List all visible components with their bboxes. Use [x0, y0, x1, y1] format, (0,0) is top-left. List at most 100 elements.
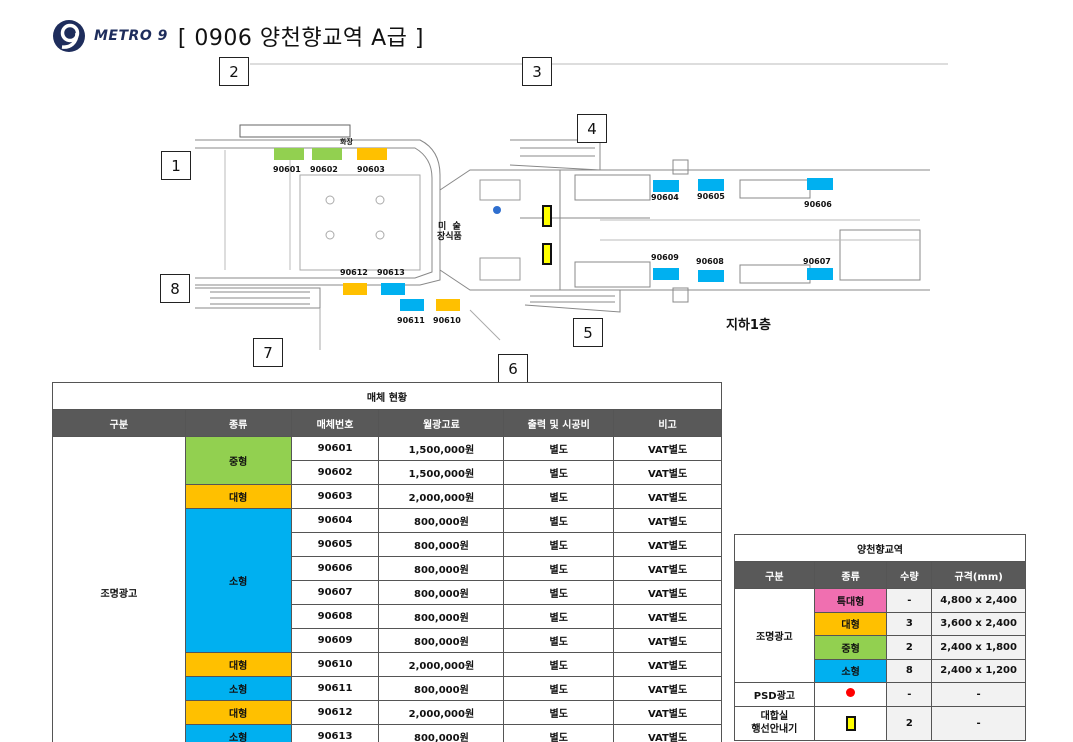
gate-8-label: 8	[160, 274, 190, 303]
table-row: 90605 800,000원 별도 VAT별도	[53, 532, 722, 557]
category-cell: 대합실 행선안내기	[734, 705, 815, 741]
slot-90606[interactable]	[807, 178, 833, 190]
slot-90611[interactable]	[400, 299, 424, 311]
note: VAT별도	[613, 556, 722, 581]
col-header: 구분	[52, 409, 186, 437]
slot-90607[interactable]	[807, 268, 833, 280]
slot-label: 90607	[803, 257, 831, 266]
type-cell: 대형	[813, 611, 888, 636]
slot-label: 90606	[804, 200, 832, 209]
slot-label: 90604	[651, 193, 679, 202]
production-cost: 별도	[503, 484, 615, 509]
note: VAT별도	[613, 700, 722, 725]
monthly-fee: 800,000원	[378, 508, 505, 533]
type-cell: 대형	[184, 652, 292, 677]
floor-label: 지하1층	[726, 318, 771, 333]
media-id: 90609	[290, 628, 380, 653]
table-row: 90606 800,000원 별도 VAT별도	[53, 556, 722, 581]
production-cost: 별도	[503, 628, 615, 653]
destination-guide-marker[interactable]	[542, 243, 552, 265]
slot-90612[interactable]	[343, 283, 367, 295]
slot-90608[interactable]	[698, 270, 724, 282]
table-caption: 매체 현황	[52, 382, 722, 410]
qty-cell: -	[886, 588, 933, 613]
table-row: 중형 2 2,400 x 1,800	[735, 635, 1026, 660]
slot-label: 90613	[377, 268, 405, 277]
gate-2-label: 2	[219, 57, 249, 86]
table-row: 90602 1,500,000원 별도 VAT별도	[53, 460, 722, 485]
category-cell: PSD광고	[734, 682, 815, 707]
slot-label: 90612	[340, 268, 368, 277]
slot-90609[interactable]	[653, 268, 679, 280]
slot-90604[interactable]	[653, 180, 679, 192]
media-id: 90611	[290, 676, 380, 701]
type-cell: 소형	[184, 724, 292, 742]
page-header: METRO 9 [ 0906 양천향교역 A급 ]	[52, 18, 424, 54]
monthly-fee: 800,000원	[378, 724, 505, 742]
media-id: 90601	[290, 436, 380, 461]
monthly-fee: 800,000원	[378, 628, 505, 653]
spec-cell: 3,600 x 2,400	[931, 611, 1026, 636]
slot-90613[interactable]	[381, 283, 405, 295]
gate-5-label: 5	[573, 318, 603, 347]
media-id: 90607	[290, 580, 380, 605]
col-header: 출력 및 시공비	[503, 409, 615, 437]
type-cell: 특대형	[813, 588, 888, 613]
media-id: 90610	[290, 652, 380, 677]
production-cost: 별도	[503, 556, 615, 581]
page-title: [ 0906 양천향교역 A급 ]	[177, 26, 424, 51]
col-header: 월광고료	[378, 409, 505, 437]
slot-label: 90602	[310, 165, 338, 174]
slot-label: 90610	[433, 316, 461, 325]
slot-90603[interactable]	[357, 148, 387, 160]
media-id: 90605	[290, 532, 380, 557]
table-row: 대형 90612 2,000,000원 별도 VAT별도	[53, 700, 722, 725]
table-row: 대형 3 3,600 x 2,400	[735, 611, 1026, 636]
slot-label: 90603	[357, 165, 385, 174]
note: VAT별도	[613, 532, 722, 557]
slot-90610[interactable]	[436, 299, 460, 311]
media-id: 90602	[290, 460, 380, 485]
yellow-box-icon	[845, 715, 856, 731]
metro9-logo-icon	[52, 19, 86, 53]
media-id: 90608	[290, 604, 380, 629]
qty-cell: 2	[886, 705, 933, 741]
table-row: 소형 90611 800,000원 별도 VAT별도	[53, 676, 722, 701]
table-row: 조명광고 중형 90601 1,500,000원 별도 VAT별도	[52, 436, 722, 742]
production-cost: 별도	[503, 436, 615, 461]
note: VAT별도	[613, 676, 722, 701]
slot-label: 90608	[696, 257, 724, 266]
type-cell: 대형	[184, 484, 292, 509]
media-id: 90606	[290, 556, 380, 581]
note: VAT별도	[613, 508, 722, 533]
qty-cell: 8	[886, 658, 933, 683]
slot-90601[interactable]	[274, 148, 304, 160]
monthly-fee: 2,000,000원	[378, 484, 505, 509]
destination-guide-marker[interactable]	[542, 205, 552, 227]
guide-label-line2: 행선안내기	[751, 724, 798, 735]
monthly-fee: 800,000원	[378, 556, 505, 581]
table-row: 대합실 행선안내기 2 -	[734, 705, 1026, 741]
production-cost: 별도	[503, 508, 615, 533]
spec-cell: -	[931, 682, 1026, 707]
type-cell: 중형	[813, 635, 888, 660]
type-cell: 중형	[184, 436, 292, 485]
table-row: 대형 90610 2,000,000원 별도 VAT별도	[53, 652, 722, 677]
slot-90605[interactable]	[698, 179, 724, 191]
gate-4-label: 4	[577, 114, 607, 143]
gate-7-label: 7	[253, 338, 283, 367]
psd-location-icon	[493, 206, 501, 214]
production-cost: 별도	[503, 460, 615, 485]
col-header: 매체번호	[290, 409, 380, 437]
monthly-fee: 800,000원	[378, 580, 505, 605]
media-id: 90603	[290, 484, 380, 509]
production-cost: 별도	[503, 724, 615, 742]
logo-text: METRO 9	[94, 28, 168, 44]
note: VAT별도	[613, 628, 722, 653]
table-row: 대형 90603 2,000,000원 별도 VAT별도	[53, 484, 722, 509]
media-id: 90613	[290, 724, 380, 742]
spec-cell: 2,400 x 1,800	[931, 635, 1026, 660]
col-header: 종류	[813, 561, 888, 589]
table-row: 90607 800,000원 별도 VAT별도	[53, 580, 722, 605]
slot-90602[interactable]	[312, 148, 342, 160]
